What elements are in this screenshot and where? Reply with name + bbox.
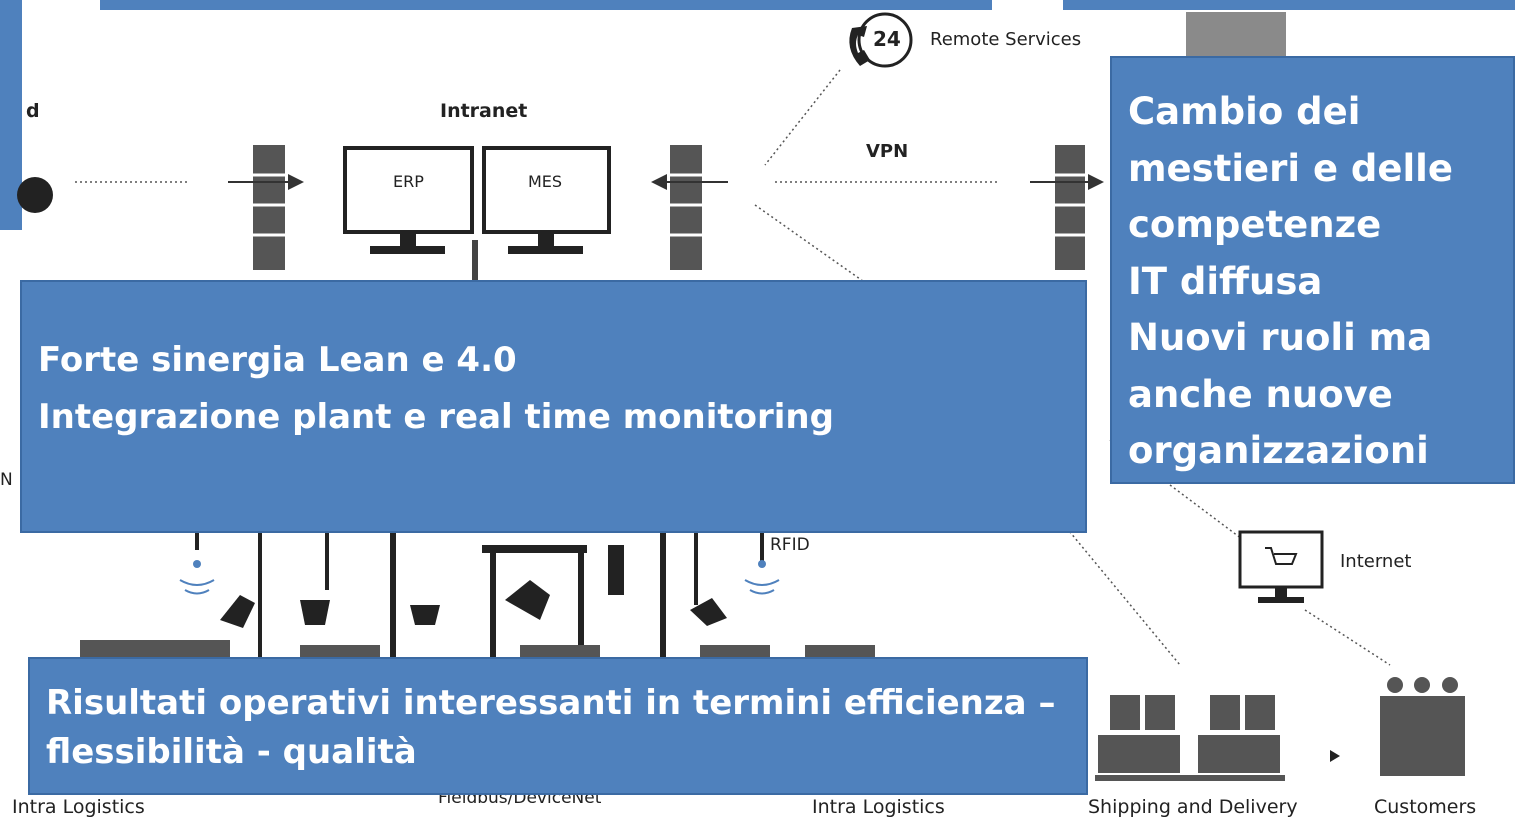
- conveyor-packages: [80, 640, 875, 660]
- customers-label: Customers: [1374, 796, 1477, 818]
- mes-label: MES: [528, 172, 563, 191]
- results-line: Risultati operativi interessanti in term…: [46, 683, 1056, 723]
- firewall-right-icon: [1055, 145, 1085, 270]
- customers-icon: [1380, 677, 1465, 776]
- rfid-label: RFID: [770, 535, 810, 555]
- phone-24-icon: [849, 12, 913, 68]
- skills-line: competenze: [1128, 203, 1382, 246]
- cut-left-d-label: d: [26, 100, 40, 122]
- vpn-label: VPN: [866, 141, 909, 162]
- top-banner-left: [100, 0, 992, 10]
- intra-logistics-mid-label: Intra Logistics: [812, 796, 945, 818]
- remote-services-label: Remote Services: [930, 29, 1082, 50]
- firewall-mid-icon: [670, 145, 702, 270]
- skills-line: IT diffusa: [1128, 259, 1323, 303]
- remote-badge: 24: [873, 27, 901, 51]
- skills-line: Nuovi ruoli ma: [1128, 316, 1433, 359]
- internet-label: Internet: [1340, 551, 1412, 572]
- shipping-label: Shipping and Delivery: [1088, 796, 1298, 818]
- firewall-left-icon: [253, 145, 285, 270]
- left-edge-box: [0, 0, 22, 230]
- skills-line: organizzazioni: [1128, 429, 1429, 472]
- internet-monitor-icon: [1238, 530, 1324, 603]
- field-devices: [195, 530, 764, 660]
- lean-callout: Forte sinergia Lean e 4.0 Integrazione p…: [20, 280, 1087, 533]
- lean-line: Forte sinergia Lean e 4.0: [38, 340, 517, 380]
- intranet-label: Intranet: [440, 100, 528, 122]
- mes-monitor-icon: [482, 146, 611, 254]
- shipping-pallets-icon: [1095, 695, 1285, 781]
- skills-callout: Cambio dei mestieri e delle competenze I…: [1110, 56, 1515, 484]
- top-banner-right: [1063, 0, 1515, 10]
- cut-left-n-label: N: [0, 470, 13, 490]
- lean-line: Integrazione plant e real time monitorin…: [38, 397, 834, 437]
- erp-monitor-icon: [343, 146, 474, 254]
- skills-line: anche nuove: [1128, 372, 1393, 416]
- results-callout: Risultati operativi interessanti in term…: [28, 657, 1088, 795]
- erp-label: ERP: [393, 172, 424, 191]
- intra-logistics-left-label: Intra Logistics: [12, 796, 145, 818]
- people-icon-top: [1186, 12, 1286, 57]
- skills-line: Cambio dei: [1128, 90, 1361, 133]
- skills-line: mestieri e delle: [1128, 146, 1453, 190]
- results-line: flessibilità - qualità: [46, 732, 417, 772]
- left-device-icon: [17, 177, 53, 213]
